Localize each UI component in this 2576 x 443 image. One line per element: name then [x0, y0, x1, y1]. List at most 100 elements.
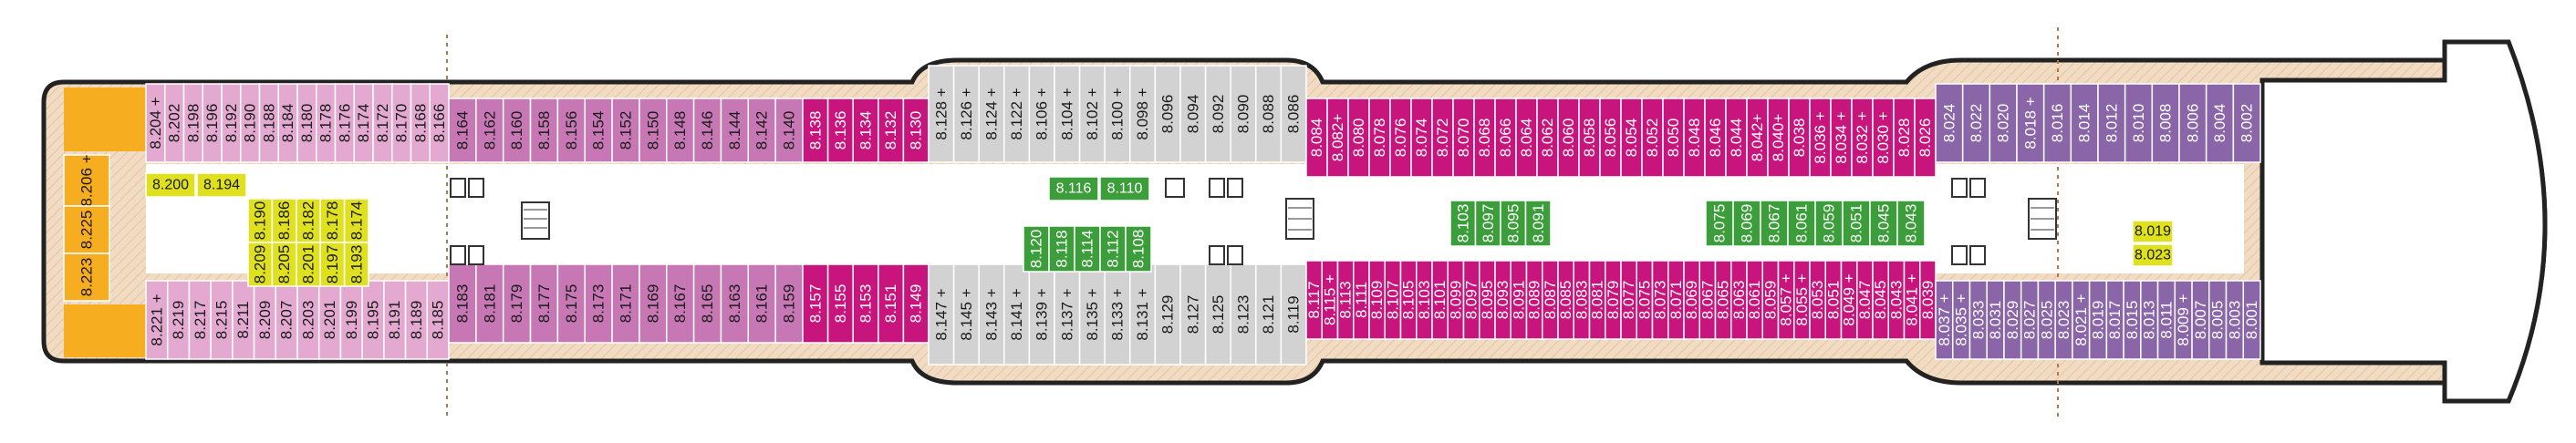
cabin-8151[interactable]: 8.151 — [878, 263, 905, 344]
cabin-8132[interactable]: 8.132 — [878, 98, 905, 163]
cabin-8027[interactable]: 8.027 — [2020, 280, 2040, 360]
cabin-8066[interactable]: 8.066 — [1494, 98, 1517, 178]
cabin-8118[interactable]: 8.118 — [1048, 225, 1075, 273]
cabin-8021[interactable]: 8.021 + — [2072, 280, 2091, 360]
cabin-8093[interactable]: 8.093 — [1494, 260, 1511, 340]
cabin-8045[interactable]: 8.045 — [1872, 260, 1889, 340]
cabin-8175[interactable]: 8.175 — [556, 263, 586, 344]
cabin-8050[interactable]: 8.050 — [1662, 98, 1685, 178]
cabin-8120[interactable]: 8.120 — [1023, 225, 1050, 273]
cabin-8177[interactable]: 8.177 — [529, 263, 559, 344]
cabin-8114[interactable]: 8.114 — [1074, 225, 1101, 273]
cabin-8008[interactable]: 8.008 — [2151, 83, 2180, 163]
cabin-8091[interactable]: 8.091 — [1524, 200, 1552, 247]
cabin-8020[interactable]: 8.020 — [1989, 83, 2018, 163]
cabin-8200[interactable]: 8.200 — [145, 172, 196, 198]
cabin-8097[interactable]: 8.097 — [1474, 200, 1501, 247]
cabin-8110[interactable]: 8.110 — [1099, 176, 1150, 201]
cabin-8035[interactable]: 8.035 + — [1951, 280, 1971, 360]
cabin-8045[interactable]: 8.045 — [1869, 200, 1898, 247]
cabin-8219[interactable]: 8.219 — [166, 280, 191, 360]
cabin-8206[interactable]: 8.206 + — [63, 154, 110, 207]
cabin-8097[interactable]: 8.097 — [1463, 260, 1480, 340]
cabin-8001[interactable]: 8.001 — [2242, 280, 2261, 360]
cabin-8162[interactable]: 8.162 — [475, 98, 504, 163]
cabin-8156[interactable]: 8.156 — [556, 98, 586, 163]
cabin-8179[interactable]: 8.179 — [502, 263, 532, 344]
cabin-8044[interactable]: 8.044 — [1725, 98, 1748, 178]
cabin-8135[interactable]: 8.135 + — [1078, 263, 1106, 366]
cabin-8088[interactable]: 8.088 — [1255, 65, 1283, 163]
cabin-8106[interactable]: 8.106 + — [1028, 65, 1055, 163]
cabin-8084[interactable]: 8.084 — [1305, 98, 1328, 178]
cabin-8171[interactable]: 8.171 — [611, 263, 640, 344]
cabin-8184[interactable]: 8.184 — [277, 83, 298, 163]
cabin-8068[interactable]: 8.068 — [1473, 98, 1496, 178]
cabin-8025[interactable]: 8.025 — [2037, 280, 2056, 360]
cabin-8065[interactable]: 8.065 — [1715, 260, 1732, 340]
cabin-8143[interactable]: 8.143 + — [978, 263, 1005, 366]
cabin-8029[interactable]: 8.029 — [2003, 280, 2022, 360]
cabin-8160[interactable]: 8.160 — [502, 98, 532, 163]
cabin-8014[interactable]: 8.014 — [2070, 83, 2099, 163]
cabin-8191[interactable]: 8.191 — [383, 280, 407, 360]
cabin-8159[interactable]: 8.159 — [774, 263, 804, 344]
cabin-8024[interactable]: 8.024 — [1935, 83, 1964, 163]
cabin-8060[interactable]: 8.060 — [1557, 98, 1580, 178]
cabin-8053[interactable]: 8.053 — [1809, 260, 1826, 340]
cabin-8019[interactable]: 8.019 — [2088, 280, 2108, 360]
cabin-8067[interactable]: 8.067 — [1698, 260, 1716, 340]
cabin-8092[interactable]: 8.092 — [1204, 65, 1231, 163]
cabin-8015[interactable]: 8.015 — [2123, 280, 2142, 360]
cabin-8033[interactable]: 8.033 — [1968, 280, 1988, 360]
cabin-8051[interactable]: 8.051 — [1842, 200, 1871, 247]
cabin-8190[interactable]: 8.190 — [247, 198, 274, 243]
cabin-8209[interactable]: 8.209 — [247, 242, 274, 287]
cabin-8125[interactable]: 8.125 — [1204, 263, 1231, 366]
cabin-8019[interactable]: 8.019 — [2132, 220, 2174, 243]
cabin-8111[interactable]: 8.111 — [1353, 260, 1370, 340]
cabin-8176[interactable]: 8.176 — [334, 83, 355, 163]
cabin-8023[interactable]: 8.023 — [2132, 243, 2174, 267]
cabin-8188[interactable]: 8.188 — [258, 83, 279, 163]
cabin-8109[interactable]: 8.109 — [1368, 260, 1386, 340]
cabin-8098[interactable]: 8.098 + — [1129, 65, 1157, 163]
cabin-8013[interactable]: 8.013 — [2140, 280, 2159, 360]
cabin-8005[interactable]: 8.005 — [2208, 280, 2228, 360]
cabin-8016[interactable]: 8.016 — [2042, 83, 2072, 163]
cabin-8174[interactable]: 8.174 — [343, 198, 369, 243]
cabin-8183[interactable]: 8.183 — [448, 263, 477, 344]
cabin-8099[interactable]: 8.099 — [1447, 260, 1464, 340]
cabin-8028[interactable]: 8.028 — [1893, 98, 1916, 178]
cabin-8089[interactable]: 8.089 — [1526, 260, 1543, 340]
cabin-8168[interactable]: 8.168 — [410, 83, 431, 163]
cabin-8174[interactable]: 8.174 — [353, 83, 374, 163]
cabin-8173[interactable]: 8.173 — [584, 263, 613, 344]
cabin-8054[interactable]: 8.054 — [1620, 98, 1643, 178]
cabin-8185[interactable]: 8.185 — [426, 280, 450, 360]
cabin-8083[interactable]: 8.083 — [1573, 260, 1590, 340]
cabin-8018[interactable]: 8.018 + — [2016, 83, 2045, 163]
cabin-8086[interactable]: 8.086 — [1280, 65, 1307, 163]
cabin-8063[interactable]: 8.063 — [1730, 260, 1748, 340]
cabin-8082[interactable]: 8.082+ — [1326, 98, 1349, 178]
cabin-8217[interactable]: 8.217 — [188, 280, 212, 360]
cabin-8023[interactable]: 8.023 — [2054, 280, 2073, 360]
cabin-8067[interactable]: 8.067 — [1760, 200, 1789, 247]
cabin-8077[interactable]: 8.077 — [1620, 260, 1637, 340]
cabin-8158[interactable]: 8.158 — [529, 98, 559, 163]
cabin-8166[interactable]: 8.166 — [429, 83, 450, 163]
cabin-8164[interactable]: 8.164 — [448, 98, 477, 163]
cabin-8123[interactable]: 8.123 — [1230, 263, 1257, 366]
cabin-8017[interactable]: 8.017 — [2105, 280, 2124, 360]
cabin-8105[interactable]: 8.105 — [1400, 260, 1418, 340]
cabin-8127[interactable]: 8.127 — [1179, 263, 1207, 366]
cabin-8181[interactable]: 8.181 — [475, 263, 504, 344]
cabin-8199[interactable]: 8.199 — [339, 280, 363, 360]
cabin-8138[interactable]: 8.138 — [802, 98, 829, 163]
cabin-8022[interactable]: 8.022 — [1961, 83, 1991, 163]
cabin-8137[interactable]: 8.137 + — [1054, 263, 1081, 366]
cabin-8069[interactable]: 8.069 — [1683, 260, 1700, 340]
cabin-8055[interactable]: 8.055 + — [1793, 260, 1811, 340]
cabin-8172[interactable]: 8.172 — [372, 83, 393, 163]
